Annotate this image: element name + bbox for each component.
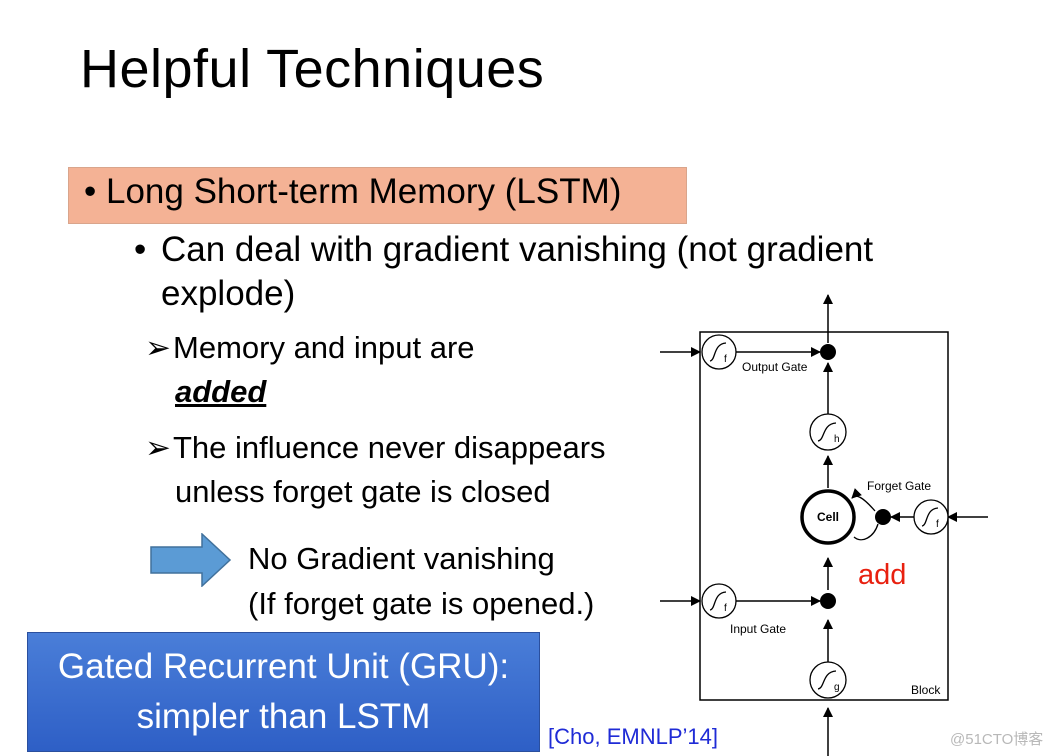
arrow-item-added: ➢Memory and input are added xyxy=(145,326,605,414)
lstm-diagram: f Output Gate h Cell f Forget Gate add f… xyxy=(660,294,988,756)
sigmoid-subscript: f xyxy=(724,603,727,614)
forget-gate-sigmoid-icon xyxy=(913,499,949,535)
bullet-gradient-text: Can deal with gradient vanishing (not gr… xyxy=(161,230,874,313)
h-squash-icon xyxy=(809,413,847,451)
bullet-icon: • xyxy=(134,230,147,269)
block-label: Block xyxy=(911,683,941,697)
cell-label: Cell xyxy=(817,510,839,524)
arrow-item-line2: unless forget gate is closed xyxy=(175,474,551,509)
gru-line1: Gated Recurrent Unit (GRU): xyxy=(57,647,510,686)
arrow-bullet-icon: ➢ xyxy=(145,430,171,465)
watermark: @51CTO博客 xyxy=(950,731,1044,748)
output-multiply-node xyxy=(820,344,836,360)
input-multiply-node xyxy=(820,593,836,609)
no-gradient-line2: (If forget gate is opened.) xyxy=(248,586,595,621)
bullet-lstm: • Long Short-term Memory (LSTM) xyxy=(84,172,621,212)
arrow-item-influence: ➢The influence never disappears unless f… xyxy=(145,426,665,514)
gru-line2: simpler than LSTM xyxy=(136,697,431,736)
sigmoid-subscript: f xyxy=(724,354,727,365)
forget-gate-label: Forget Gate xyxy=(867,479,931,493)
citation: [Cho, EMNLP’14] xyxy=(548,724,718,749)
bullet-icon: • xyxy=(84,172,97,211)
bullet-lstm-text: Long Short-term Memory (LSTM) xyxy=(106,172,622,211)
bullet-gradient: • Can deal with gradient vanishing (not … xyxy=(134,228,984,316)
arrow-item-line1: The influence never disappears xyxy=(173,430,606,465)
gru-callout: Gated Recurrent Unit (GRU): simpler than… xyxy=(27,632,540,752)
add-label: add xyxy=(858,559,906,591)
forget-multiply-node xyxy=(875,509,891,525)
output-gate-label: Output Gate xyxy=(742,360,808,374)
no-gradient-line1: No Gradient vanishing xyxy=(248,541,555,576)
sigmoid-subscript: f xyxy=(936,519,939,530)
arrow-bullet-icon: ➢ xyxy=(145,330,171,365)
right-block-arrow-icon xyxy=(150,533,232,587)
slide-title: Helpful Techniques xyxy=(80,39,545,99)
g-squash-icon xyxy=(809,661,847,699)
input-gate-sigmoid-icon xyxy=(701,583,737,619)
no-gradient-note: No Gradient vanishing (If forget gate is… xyxy=(248,536,594,626)
squash-subscript: g xyxy=(834,682,840,693)
arrow-item-emphasis: added xyxy=(175,374,267,409)
arrow-item-line1: Memory and input are xyxy=(173,330,475,365)
output-gate-sigmoid-icon xyxy=(701,334,737,370)
squash-subscript: h xyxy=(834,434,840,445)
cell-node xyxy=(800,489,856,545)
input-gate-label: Input Gate xyxy=(730,622,786,636)
lstm-highlight-box xyxy=(68,167,687,224)
